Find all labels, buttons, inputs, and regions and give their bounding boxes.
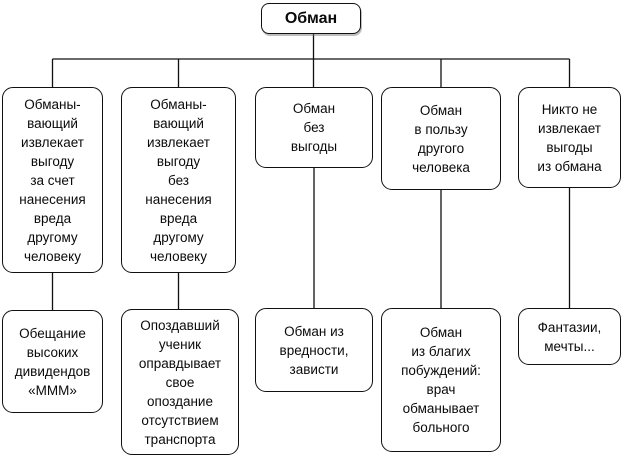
branch-node-nobody-gains: Никто не извлекает выгоды из обмана xyxy=(518,87,621,188)
branch-node-harmless-gain: Обманы- вающий извлекает выгоду без нане… xyxy=(121,87,236,273)
example-node-late-student: Опоздавший ученик оправдывает свое опозд… xyxy=(121,309,239,455)
example-node-doctor-white-lie: Обман из благих побуждений: врач обманыв… xyxy=(381,308,501,452)
branch-node-harmful-gain: Обманы- вающий извлекает выгоду за счет … xyxy=(2,87,103,273)
example-node-mmm-dividends: Обещание высоких дивидендов «МММ» xyxy=(2,310,103,413)
example-node-spite-envy: Обман из вредности, зависти xyxy=(255,308,373,392)
root-node-deception: Обман xyxy=(261,3,361,34)
branch-node-for-others-benefit: Обман в пользу другого человека xyxy=(381,87,501,190)
branch-node-no-gain: Обман без выгоды xyxy=(255,87,373,168)
example-node-fantasies-dreams: Фантазии, мечты... xyxy=(518,308,621,365)
